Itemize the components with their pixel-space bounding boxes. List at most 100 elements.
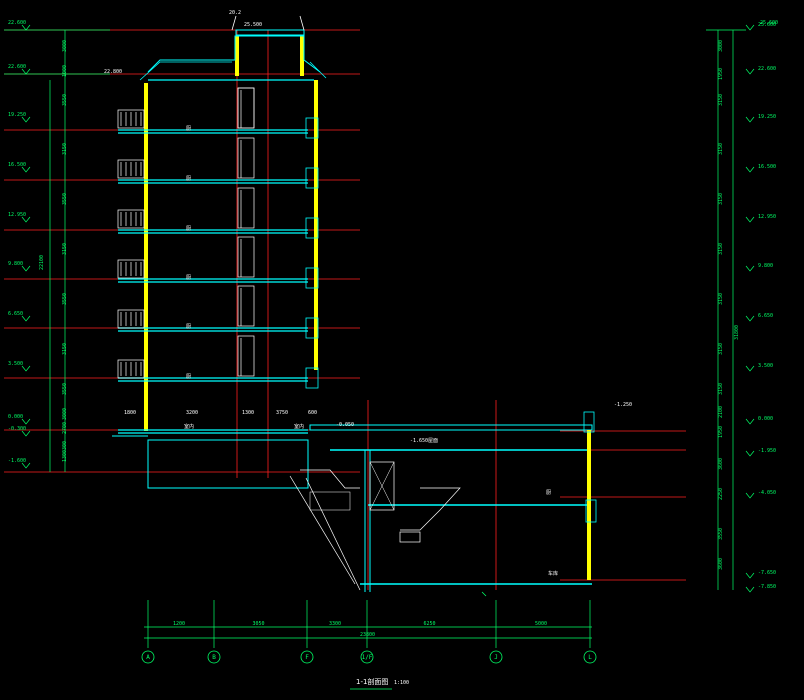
ground-dim-text: 3750 bbox=[276, 410, 288, 416]
left-level-text: -1.600 bbox=[8, 458, 26, 464]
left-level-mark: 9.800 bbox=[8, 261, 31, 272]
room-label: 厨 bbox=[546, 490, 551, 496]
podium-roof-label: -1.650屋面 bbox=[410, 438, 438, 444]
right-level-text: 25.600 bbox=[758, 22, 776, 28]
room-label: 厨 bbox=[186, 324, 191, 330]
right-level-mark: 3.500 bbox=[745, 363, 773, 372]
left-dim-text: 3150 bbox=[62, 243, 68, 255]
axis-bubble-L: L bbox=[583, 650, 597, 664]
drawing-title: 1-1剖面图 bbox=[356, 677, 388, 686]
room-labels: 室内室内厨厨厨厨厨厨厨车库 bbox=[184, 126, 558, 577]
axis-grid-lines bbox=[236, 30, 497, 590]
left-total-text: 22100 bbox=[39, 255, 45, 270]
left-level-mark: 19.250 bbox=[8, 112, 31, 123]
left-dim-text: 3550 bbox=[62, 293, 68, 305]
left-dimension-lines bbox=[4, 29, 110, 472]
level-lines bbox=[4, 29, 360, 473]
right-dim-text: 2250 bbox=[718, 488, 724, 500]
left-dim-text: 3000 bbox=[62, 408, 68, 420]
svg-text:1/F: 1/F bbox=[362, 654, 373, 661]
ground-dim-text: 1300 bbox=[242, 410, 254, 416]
axis-dim-text: 3300 bbox=[329, 621, 341, 627]
right-level-text: 22.600 bbox=[758, 66, 776, 72]
axis-bubble-F: F bbox=[300, 650, 314, 664]
roof-eave-label: 22.800 bbox=[104, 69, 122, 75]
axis-dim-text: 6250 bbox=[424, 621, 436, 627]
left-level-text: 12.950 bbox=[8, 212, 26, 218]
right-dim-text: 3150 bbox=[718, 343, 724, 355]
drawing-scale: 1:100 bbox=[394, 680, 409, 686]
left-level-marks: 22.600 22.600 19.250 16.500 12.950 9.800 6.650… bbox=[8, 20, 31, 469]
right-level-text: 19.250 bbox=[758, 114, 776, 120]
right-dim-text: 3600 bbox=[718, 458, 724, 470]
left-dim-text: 3550 bbox=[62, 193, 68, 205]
axis-dimension-lines bbox=[144, 600, 592, 648]
svg-text:L: L bbox=[588, 654, 592, 661]
right-level-mark: 12.950 bbox=[745, 214, 776, 223]
right-dim-text: 3150 bbox=[718, 383, 724, 395]
roof-ridge-label: 20.2 bbox=[229, 10, 241, 16]
axis-dim-text: 1200 bbox=[173, 621, 185, 627]
right-dim-text: 1950 bbox=[718, 68, 724, 80]
right-level-marks: 25.600 22.600 19.250 16.500 12.950 9.800 6.650… bbox=[745, 22, 776, 593]
left-level-mark: 0.000 bbox=[8, 414, 31, 425]
left-level-mark: -0.300 bbox=[8, 426, 31, 437]
right-level-text: 16.500 bbox=[758, 164, 776, 170]
right-level-mark: 25.600 bbox=[745, 22, 776, 31]
axis-bubble-B: B bbox=[207, 650, 221, 664]
axis-bubble-A: A bbox=[141, 650, 155, 664]
room-label: 厨 bbox=[186, 275, 191, 281]
right-level-text: -7.850 bbox=[758, 584, 776, 590]
right-dim-text: 3150 bbox=[718, 243, 724, 255]
right-level-mark: -7.850 bbox=[745, 584, 776, 593]
left-dim-text: 1000 bbox=[62, 65, 68, 77]
left-dimension-text: 3000100035503150355031503550315035503000… bbox=[39, 40, 68, 462]
left-level-mark: 16.500 bbox=[8, 162, 31, 173]
left-level-text: 22.600 bbox=[8, 20, 26, 26]
left-level-text: 0.000 bbox=[8, 414, 23, 420]
room-label: 厨 bbox=[186, 226, 191, 232]
left-level-text: 6.650 bbox=[8, 311, 23, 317]
left-dim-text: 3000 bbox=[62, 40, 68, 52]
right-dimension-lines bbox=[706, 29, 746, 590]
svg-text:A: A bbox=[146, 654, 150, 661]
axis-dim-text: 5000 bbox=[535, 621, 547, 627]
right-dim-text: 3550 bbox=[718, 528, 724, 540]
right-level-text: 9.800 bbox=[758, 263, 773, 269]
right-level-mark: 6.650 bbox=[745, 313, 773, 322]
right-level-mark: -4.050 bbox=[745, 490, 776, 499]
left-dim-text: 3550 bbox=[62, 94, 68, 106]
left-level-text: 9.800 bbox=[8, 261, 23, 267]
axis-bubble-1-F: 1/F bbox=[360, 650, 374, 664]
right-dim-text: 2100 bbox=[718, 406, 724, 418]
right-dim-text: 3150 bbox=[718, 293, 724, 305]
right-level-mark: 16.500 bbox=[745, 164, 776, 173]
right-level-text: 12.950 bbox=[758, 214, 776, 220]
room-label: 厨 bbox=[186, 126, 191, 132]
right-dim-text: 3150 bbox=[718, 143, 724, 155]
ground-dim-text: 3200 bbox=[186, 410, 198, 416]
right-total-text: 31800 bbox=[734, 325, 740, 340]
podium-mid-mark: -0.050 bbox=[336, 422, 354, 428]
right-level-mark: 19.250 bbox=[745, 114, 776, 123]
ground-dim-text: 600 bbox=[308, 410, 317, 416]
svg-text:B: B bbox=[212, 654, 216, 661]
axis-total-text: 23800 bbox=[360, 632, 375, 638]
room-label: 室内 bbox=[294, 423, 304, 430]
left-level-text: 22.600 bbox=[8, 64, 26, 70]
right-level-text: -4.050 bbox=[758, 490, 776, 496]
left-level-mark: 3.500 bbox=[8, 361, 31, 372]
tower-structure bbox=[112, 15, 327, 489]
left-dim-text: 300 bbox=[62, 441, 68, 450]
right-dim-text: 3150 bbox=[718, 94, 724, 106]
room-label: 车库 bbox=[548, 570, 558, 577]
ground-dim-text: 1800 bbox=[124, 410, 136, 416]
right-level-text: -1.950 bbox=[758, 448, 776, 454]
left-level-mark: 6.650 bbox=[8, 311, 31, 322]
right-level-mark: -7.650 bbox=[745, 570, 776, 579]
right-dim-text: 3150 bbox=[718, 193, 724, 205]
right-level-text: 0.000 bbox=[758, 416, 773, 422]
